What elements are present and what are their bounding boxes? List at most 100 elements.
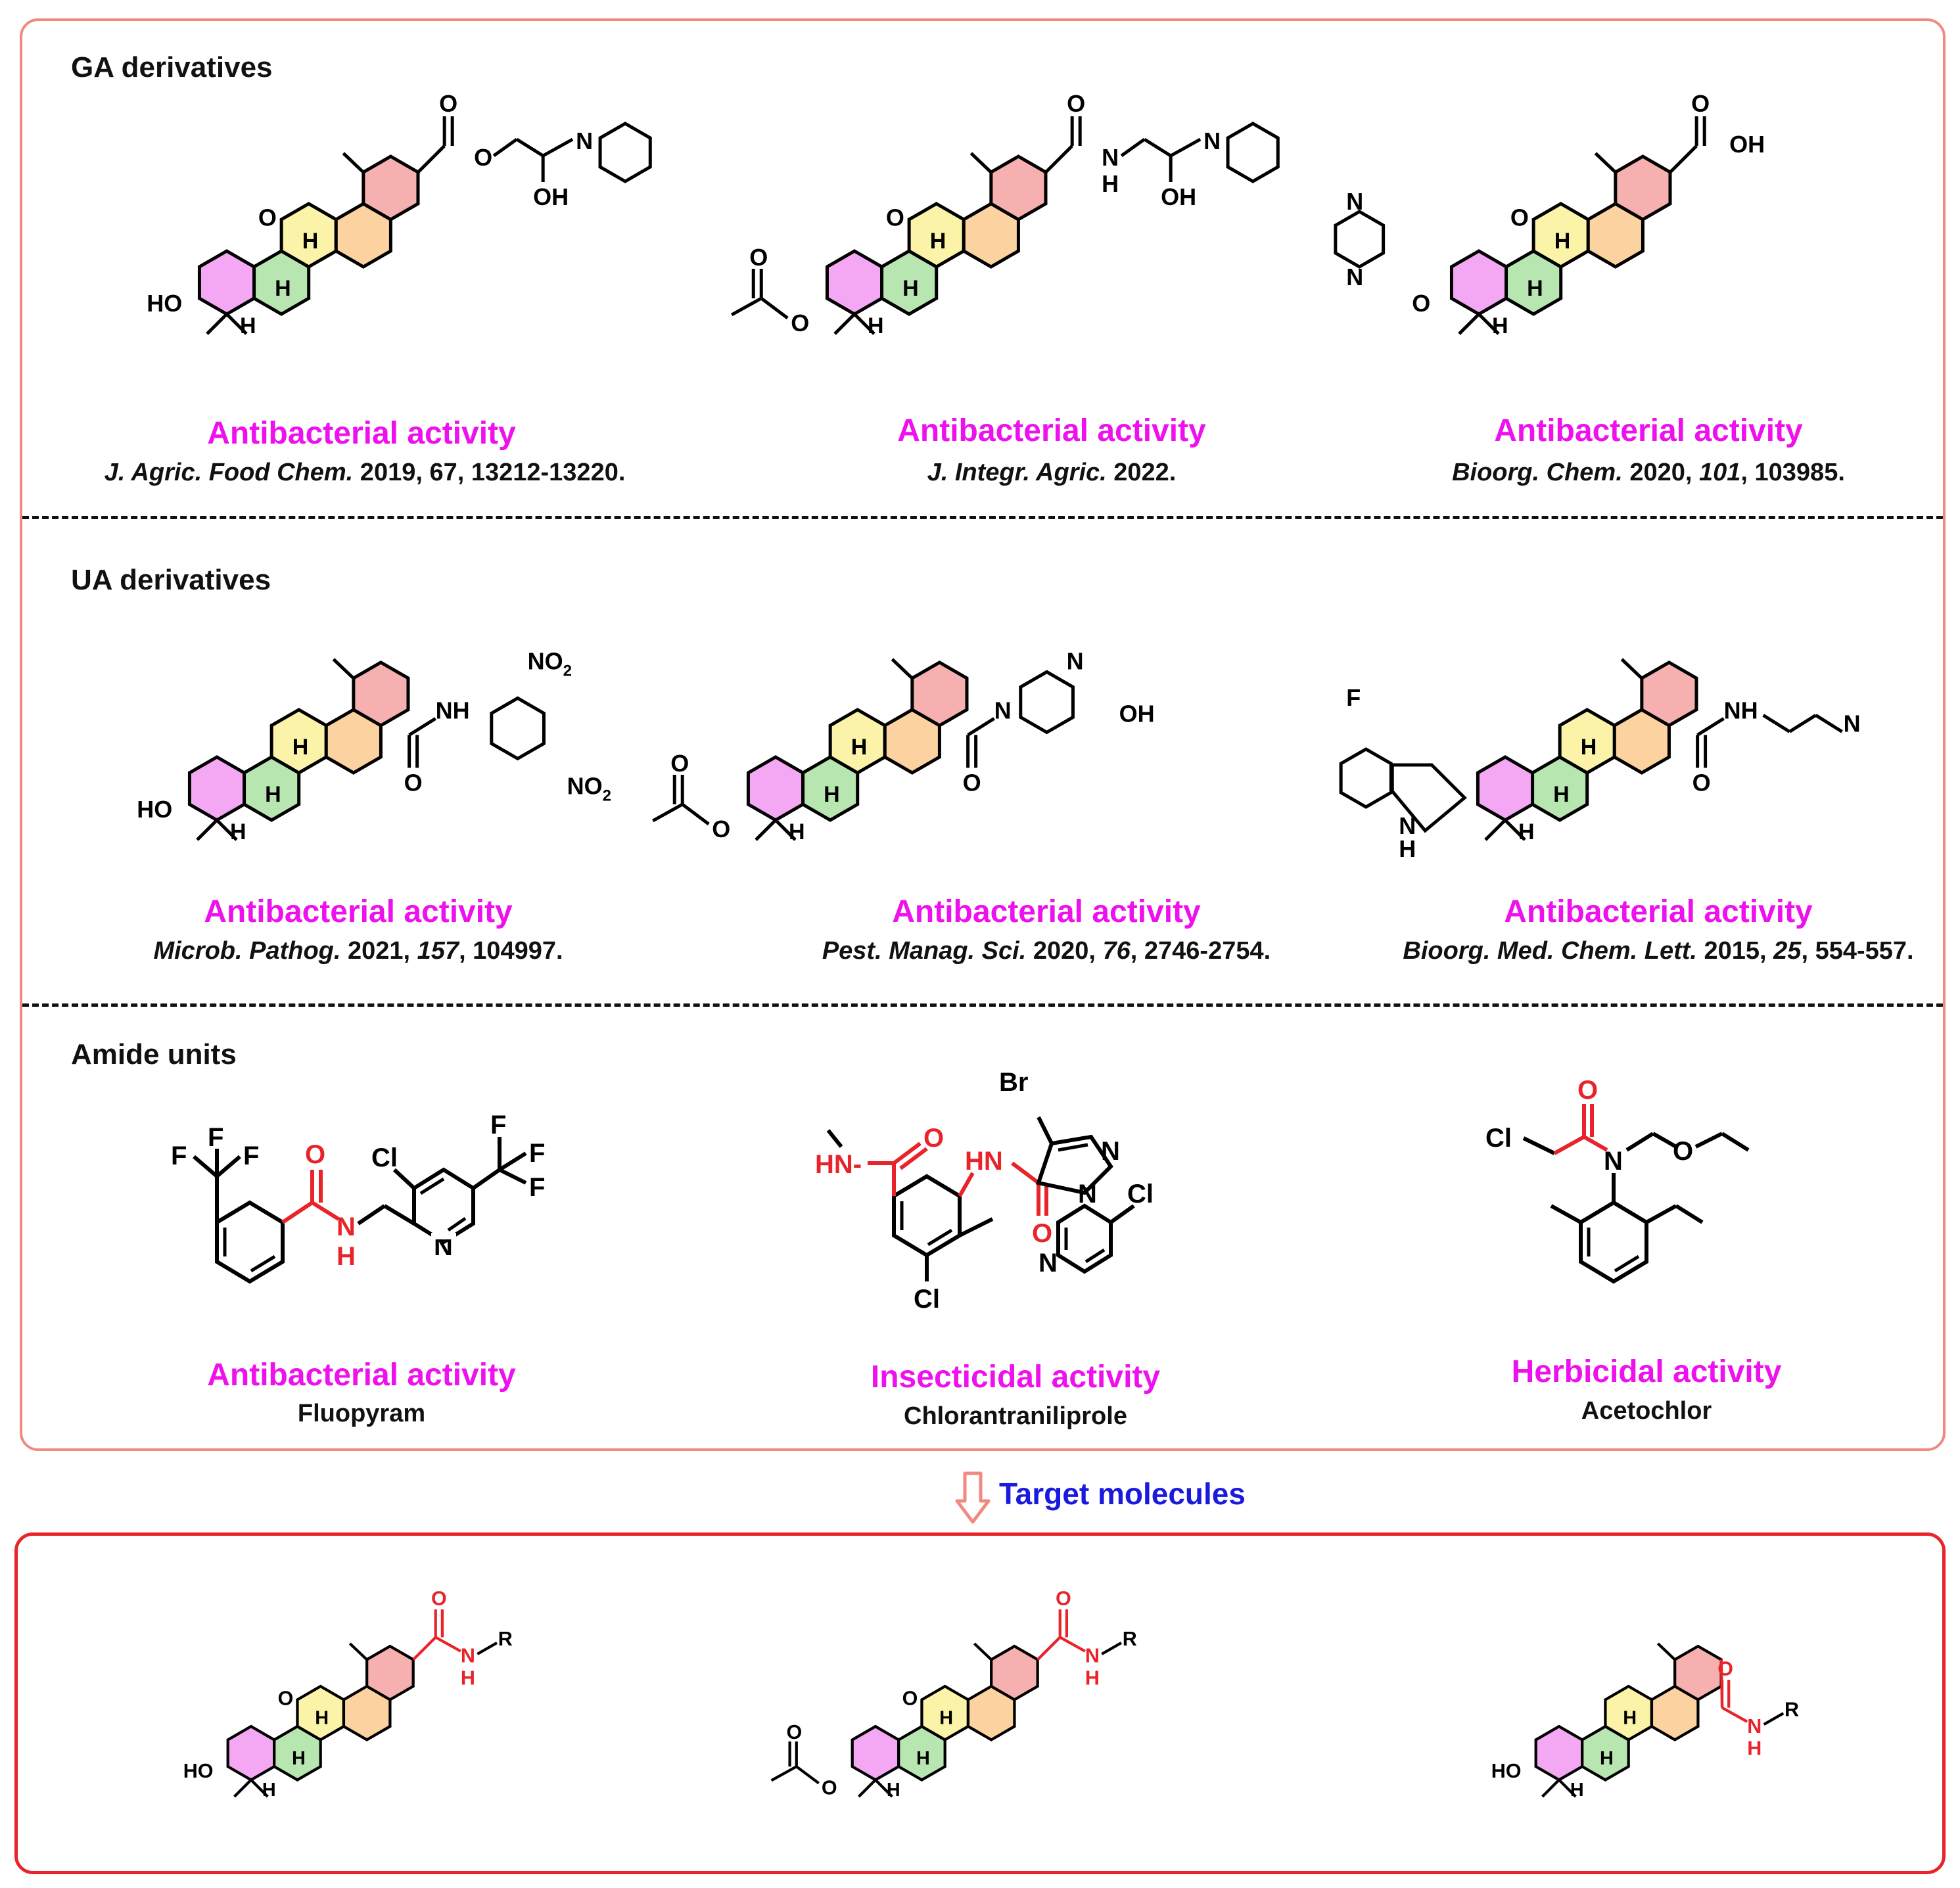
pyrazine-ring xyxy=(1334,210,1386,269)
atom-label: H xyxy=(1623,1708,1637,1729)
atom-label: H xyxy=(1102,170,1119,197)
atom-label: O xyxy=(822,1777,837,1799)
atom-label: H xyxy=(1518,819,1535,844)
atom-label: N xyxy=(1102,144,1119,171)
atom-label: O xyxy=(886,204,904,231)
dinitrophenyl-ring xyxy=(490,696,546,761)
atom-label: H xyxy=(461,1667,475,1690)
bond xyxy=(477,1642,498,1655)
atom-label: H xyxy=(240,313,256,338)
atom-label: H xyxy=(1492,313,1508,338)
reference-ga3: Bioorg. Chem. 2020, 101, 103985. xyxy=(1452,459,1845,486)
bond xyxy=(1788,714,1817,733)
atom-label: O xyxy=(1717,1657,1733,1680)
bond xyxy=(681,802,710,826)
bond xyxy=(1101,1642,1123,1655)
bond xyxy=(1696,717,1725,737)
svg-text:N: N xyxy=(337,1212,356,1241)
atom-label: N xyxy=(1747,1715,1762,1738)
atom-label: H xyxy=(1600,1748,1614,1769)
bond xyxy=(1620,658,1643,679)
activity-label-chlorantraniliprole: Insecticidal activity xyxy=(870,1360,1161,1394)
bond xyxy=(967,717,995,737)
svg-text:HN-: HN- xyxy=(815,1150,862,1179)
atom-label: OH xyxy=(533,183,569,210)
svg-text:F: F xyxy=(243,1141,259,1170)
atom-label: O xyxy=(1692,769,1711,796)
svg-text:N: N xyxy=(1038,1249,1058,1278)
atom-label: O xyxy=(902,1688,918,1710)
bond xyxy=(1143,137,1172,158)
ring-e xyxy=(365,1644,415,1701)
bond xyxy=(1059,1636,1086,1653)
svg-text:N: N xyxy=(1078,1180,1097,1209)
bond xyxy=(332,658,355,679)
ring-e xyxy=(1640,660,1698,727)
atom-label: N xyxy=(461,1645,475,1667)
bond xyxy=(1815,714,1843,733)
atom-label: O xyxy=(749,244,768,271)
bond xyxy=(412,1636,437,1661)
atom-label: H xyxy=(789,819,805,844)
indole-benzene-ring xyxy=(1339,747,1393,809)
bond xyxy=(1484,819,1506,841)
svg-text:N: N xyxy=(1604,1147,1623,1176)
atom-label: NH xyxy=(436,697,470,724)
chlorantraniliprole-structure: Cl O HN- HN O Br N N Cl N xyxy=(802,1045,1170,1334)
activity-label-ua3: Antibacterial activity xyxy=(1504,894,1813,929)
ring-a xyxy=(1476,755,1535,822)
atom-label: H xyxy=(824,782,840,807)
svg-text:Cl: Cl xyxy=(914,1285,940,1314)
bond xyxy=(1721,1706,1748,1723)
atom-label: O xyxy=(1510,204,1529,231)
ring-a xyxy=(851,1724,900,1782)
ring-e xyxy=(1614,154,1672,221)
bond xyxy=(515,137,544,158)
atom-label: O xyxy=(1067,90,1085,117)
atom-label: O xyxy=(431,1587,447,1609)
activity-label-ga2: Antibacterial activity xyxy=(897,413,1206,448)
section-title-amide: Amide units xyxy=(71,1038,237,1071)
atom-label: N xyxy=(1067,647,1084,674)
compound-name-chlorantraniliprole: Chlorantraniliprole xyxy=(904,1402,1127,1430)
atom-label: R xyxy=(1785,1698,1799,1720)
atom-label: N xyxy=(1844,710,1861,737)
bond xyxy=(1120,137,1146,158)
atom-label: H xyxy=(302,229,319,254)
svg-text:O: O xyxy=(1577,1076,1598,1105)
atom-label: O xyxy=(1056,1587,1071,1609)
atom-label: H xyxy=(939,1708,953,1729)
activity-label-ua1: Antibacterial activity xyxy=(204,894,513,929)
bond xyxy=(853,313,875,335)
svg-text:Cl: Cl xyxy=(1485,1124,1512,1153)
atom-label: H xyxy=(916,1748,930,1769)
bond xyxy=(342,152,365,173)
svg-text:O: O xyxy=(1673,1137,1693,1166)
bond xyxy=(652,802,684,823)
atom-label: H xyxy=(851,735,868,760)
atom-label: NO2 xyxy=(528,647,572,679)
atom-label: H xyxy=(930,229,946,254)
ring-e xyxy=(352,660,410,727)
atom-label: O xyxy=(404,769,423,796)
bond xyxy=(874,1779,893,1798)
atom-label: O xyxy=(1691,90,1710,117)
atom-label: O xyxy=(1412,290,1430,317)
bond xyxy=(1037,1636,1062,1661)
bond xyxy=(250,1779,269,1798)
atom-label: H xyxy=(1527,276,1543,301)
activity-label-ga1: Antibacterial activity xyxy=(207,416,516,451)
activity-label-acetochlor: Herbicidal activity xyxy=(1511,1354,1782,1389)
atom-label: H xyxy=(868,313,884,338)
amine-ring xyxy=(598,122,652,183)
compound-name-acetochlor: Acetochlor xyxy=(1581,1397,1712,1425)
atom-label: O xyxy=(670,750,689,777)
section-title-ua: UA derivatives xyxy=(71,564,271,596)
